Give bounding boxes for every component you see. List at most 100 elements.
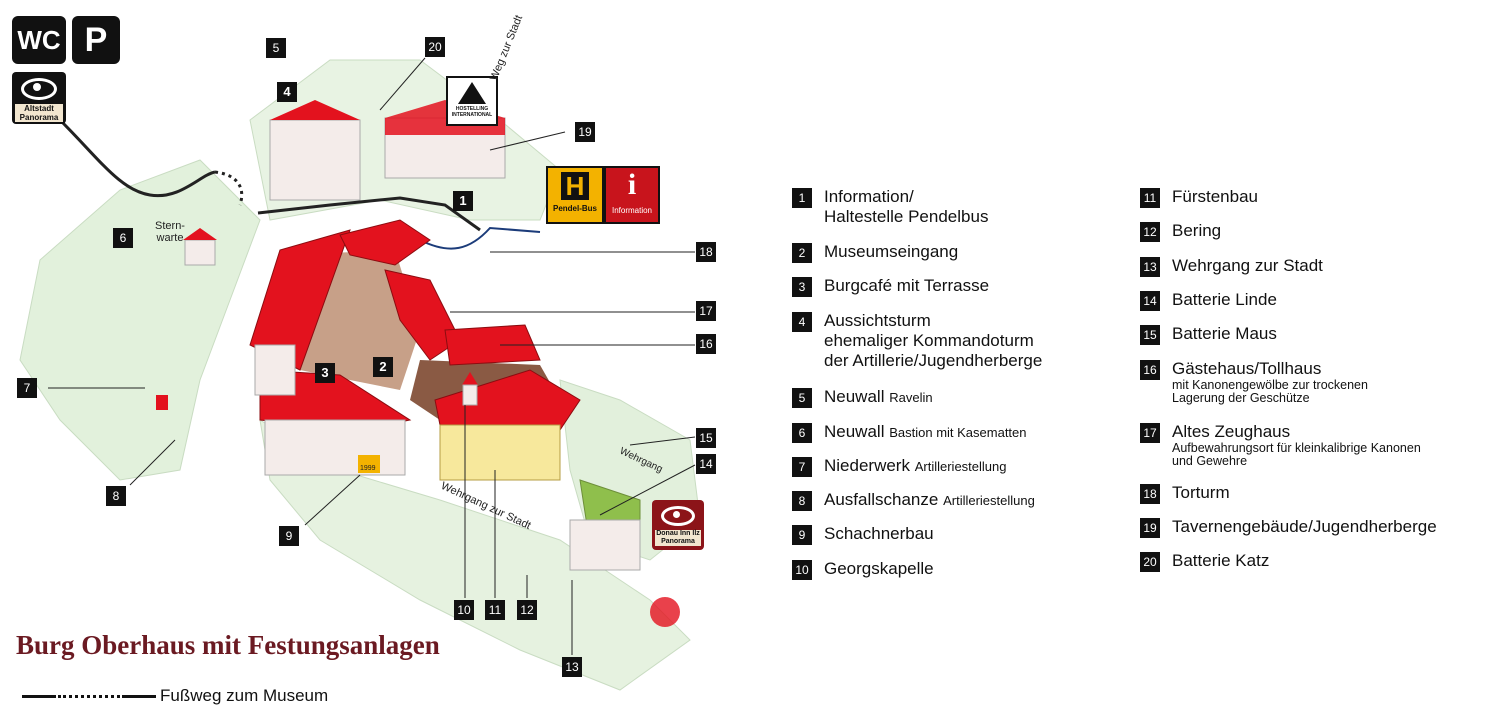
- hostel-label: HOSTELLING INTERNATIONAL: [451, 106, 493, 118]
- legend-item-9[interactable]: 9 Schachnerbau: [792, 524, 934, 545]
- legend-detail-line1: mit Kanonengewölbe zur trockenen: [1172, 378, 1368, 392]
- legend-num: 5: [792, 388, 812, 408]
- legend-item-8[interactable]: 8 Ausfallschanze Artilleriestellung: [792, 490, 1035, 511]
- information-letter: i: [627, 168, 637, 201]
- legend-item-10[interactable]: 10 Georgskapelle: [792, 559, 934, 580]
- west-wing-wall: [254, 344, 296, 396]
- map-marker-19[interactable]: 19: [575, 122, 595, 142]
- legend-label: Altes Zeughaus: [1172, 422, 1291, 441]
- map-marker-6[interactable]: 6: [113, 228, 133, 248]
- legend-item-19[interactable]: 19 Tavernengebäude/Jugendherberge: [1140, 517, 1437, 538]
- legend-num: 11: [1140, 188, 1160, 208]
- legend-label: Schachnerbau: [824, 524, 934, 543]
- legend-label: Museumseingang: [824, 242, 959, 261]
- map-marker-18[interactable]: 18: [696, 242, 716, 262]
- map-marker-16[interactable]: 16: [696, 334, 716, 354]
- information-sign: i Information: [604, 166, 660, 224]
- legend-label: Torturm: [1172, 483, 1230, 502]
- house-tree-icon: [458, 82, 486, 104]
- legend-item-11[interactable]: 11 Fürstenbau: [1140, 187, 1258, 208]
- map-marker-9[interactable]: 9: [279, 526, 299, 546]
- legend-label: Information/: [824, 187, 914, 206]
- map-marker-4[interactable]: 4: [277, 82, 297, 102]
- legend-detail-line1: Aufbewahrungsort für kleinkalibrige Kano…: [1172, 441, 1421, 455]
- map-marker-20[interactable]: 20: [425, 37, 445, 57]
- legend-label-line2: ehemaliger Kommandoturm: [824, 331, 1034, 350]
- altstadt-panorama-label: Altstadt Panorama: [15, 104, 63, 122]
- footpath-label: Fußweg zum Museum: [160, 686, 329, 705]
- legend-num: 1: [792, 188, 812, 208]
- map-marker-10[interactable]: 10: [454, 600, 474, 620]
- legend-item-13[interactable]: 13 Wehrgang zur Stadt: [1140, 256, 1323, 277]
- schachnerbau-plaque: [358, 455, 380, 473]
- map-marker-15[interactable]: 15: [696, 428, 716, 448]
- sternwarte-label: Stern- warte: [155, 220, 185, 244]
- legend-item-2[interactable]: 2 Museumseingang: [792, 242, 958, 263]
- legend-label: Georgskapelle: [824, 559, 934, 578]
- map-marker-13[interactable]: 13: [562, 657, 582, 677]
- legend-label: Burgcafé mit Terrasse: [824, 276, 990, 295]
- legend-label: Batterie Linde: [1172, 290, 1277, 309]
- legend-item-5[interactable]: 5 Neuwall Ravelin: [792, 387, 933, 408]
- legend-item-1[interactable]: 1 Information/Haltestelle Pendelbus: [792, 187, 988, 227]
- leader-9: [304, 474, 361, 526]
- legend-num: 3: [792, 277, 812, 297]
- south-tower: [650, 597, 680, 627]
- legend-item-7[interactable]: 7 Niederwerk Artilleriestellung: [792, 456, 1006, 477]
- legend-sublabel: Artilleriestellung: [914, 459, 1007, 474]
- footpath-dotted-line: [58, 694, 120, 698]
- map-marker-14[interactable]: 14: [696, 454, 716, 474]
- fuerstenbau-roof: [434, 369, 581, 431]
- wehrgang-wall: [569, 519, 641, 571]
- map-marker-3[interactable]: 3: [315, 363, 335, 383]
- map-marker-12[interactable]: 12: [517, 600, 537, 620]
- fuerstenbau-facade: [439, 424, 561, 481]
- legend-item-3[interactable]: 3 Burgcafé mit Terrasse: [792, 276, 989, 297]
- map-marker-8[interactable]: 8: [106, 486, 126, 506]
- georgskapelle-tower: [462, 372, 478, 385]
- sternwarte-roof: [183, 228, 217, 240]
- eye-icon-donau: [661, 506, 695, 526]
- parking-sign: P: [72, 16, 120, 64]
- sternwarte-building: [184, 239, 216, 266]
- legend-item-20[interactable]: 20 Batterie Katz: [1140, 551, 1269, 572]
- legend-label: Wehrgang zur Stadt: [1172, 256, 1323, 275]
- map-marker-2[interactable]: 2: [373, 357, 393, 377]
- donau-panorama-label: Donau Inn Ilz Panorama: [655, 530, 701, 546]
- legend-item-12[interactable]: 12 Bering: [1140, 221, 1221, 242]
- gaestehaus-roof: [444, 324, 541, 366]
- schachnerbau-plaque-text: 1999: [360, 465, 376, 472]
- legend-num: 6: [792, 423, 812, 443]
- legend-num: 2: [792, 243, 812, 263]
- legend-num: 8: [792, 491, 812, 511]
- legend-item-15[interactable]: 15 Batterie Maus: [1140, 324, 1277, 345]
- map-marker-17[interactable]: 17: [696, 301, 716, 321]
- terrain-south: [259, 418, 691, 691]
- legend-num: 16: [1140, 360, 1160, 380]
- legend-item-18[interactable]: 18 Torturm: [1140, 483, 1230, 504]
- map-marker-11[interactable]: 11: [485, 600, 505, 620]
- legend-num: 10: [792, 560, 812, 580]
- altstadt-panorama-sign: Altstadt Panorama: [12, 72, 66, 124]
- tavernengebaeude-roof: [385, 100, 505, 135]
- legend-num: 4: [792, 312, 812, 332]
- legend-label-line2: Haltestelle Pendelbus: [824, 207, 989, 226]
- donau-panorama-sign: Donau Inn Ilz Panorama: [652, 500, 704, 550]
- leader-lines: [48, 57, 696, 655]
- southwest-wall: [264, 419, 406, 476]
- legend-num: 9: [792, 525, 812, 545]
- legend-label: Ausfallschanze: [824, 490, 939, 509]
- map-marker-1[interactable]: 1: [453, 191, 473, 211]
- legend-item-6[interactable]: 6 Neuwall Bastion mit Kasematten: [792, 422, 1027, 443]
- legend-item-14[interactable]: 14 Batterie Linde: [1140, 290, 1277, 311]
- map-marker-7[interactable]: 7: [17, 378, 37, 398]
- eye-icon: [21, 78, 57, 100]
- legend-label: Neuwall: [824, 387, 885, 406]
- legend-label: Batterie Katz: [1172, 551, 1270, 570]
- map-marker-5[interactable]: 5: [266, 38, 286, 58]
- legend-sublabel: Artilleriestellung: [943, 493, 1035, 508]
- wc-label: WC: [17, 24, 61, 55]
